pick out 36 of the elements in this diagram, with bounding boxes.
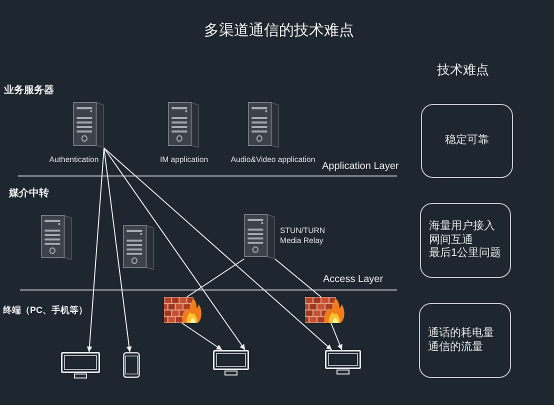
difficulty-text: 通信的流量 xyxy=(428,340,483,354)
monitor-icon xyxy=(213,350,249,376)
server-icon xyxy=(73,102,104,148)
arrow xyxy=(86,148,104,352)
server-icon xyxy=(168,102,199,148)
difficulty-box xyxy=(419,303,511,378)
difficulty-text: 海量用户接入 xyxy=(429,220,495,234)
arrow xyxy=(104,148,246,350)
monitor-icon xyxy=(325,350,361,375)
layer-label: Application Layer xyxy=(322,161,399,173)
firewall-icon xyxy=(164,297,202,323)
monitor-icon xyxy=(61,352,100,379)
column-heading: 技术难点 xyxy=(437,62,489,78)
difficulty-box xyxy=(421,104,513,178)
arrow xyxy=(104,148,132,352)
server-icon xyxy=(123,225,154,270)
section-heading: 终端（PC、手机等） xyxy=(3,305,88,316)
arrow xyxy=(104,148,332,350)
difficulty-text: 网间互通 xyxy=(429,234,473,247)
arrow xyxy=(330,322,342,350)
difficulty-text: 稳定可靠 xyxy=(445,134,489,148)
section-heading: 业务服务器 xyxy=(4,85,54,97)
connector-line xyxy=(274,258,322,298)
server-icon xyxy=(244,214,275,259)
smartphone-icon xyxy=(123,352,140,378)
arrow xyxy=(181,322,222,350)
section-heading: 媒介中转 xyxy=(9,188,49,200)
server-icon xyxy=(41,215,72,260)
firewall-icon xyxy=(305,297,345,323)
server-icon xyxy=(248,102,279,148)
difficulty-text: 最后1公里问题 xyxy=(429,247,502,261)
difficulty-text: 通话的耗电量 xyxy=(428,327,494,340)
layer-label: Access Layer xyxy=(323,274,384,286)
connector-line xyxy=(186,258,244,298)
difficulty-box xyxy=(420,203,511,278)
title: 多渠道通信的技术难点 xyxy=(204,22,354,40)
